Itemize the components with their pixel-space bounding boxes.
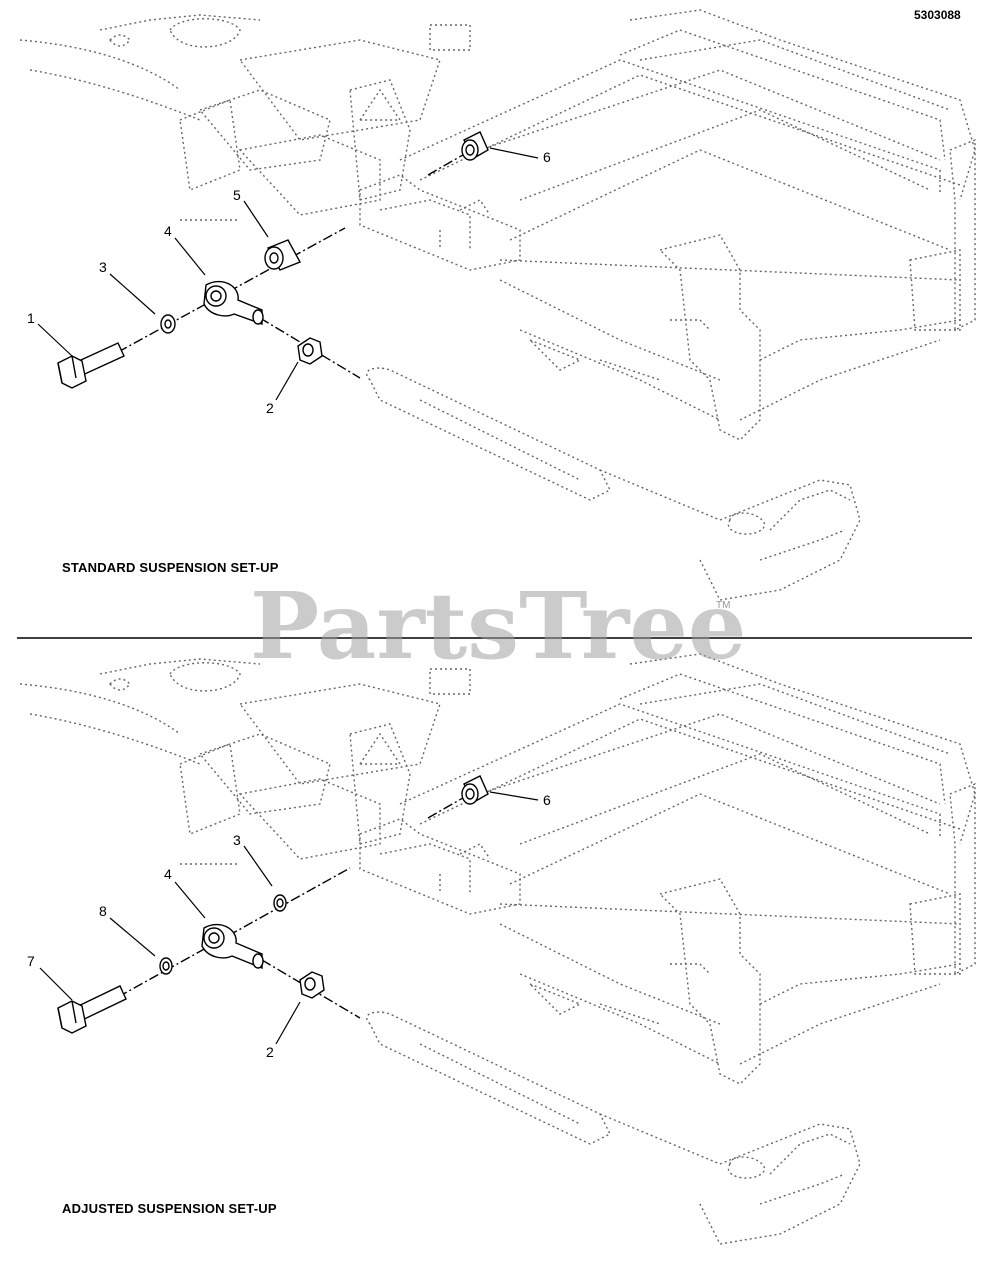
callout-4-adjusted: 4 (164, 866, 172, 882)
mower-frame-outline-standard (19, 9, 976, 601)
callout-7: 7 (27, 953, 35, 969)
mower-frame-outline-adjusted (19, 653, 976, 1245)
callout-2: 2 (266, 400, 274, 416)
callout-8: 8 (99, 903, 107, 919)
nut-part (297, 337, 323, 365)
callout-2-adjusted: 2 (266, 1044, 274, 1060)
leader-lines-standard (37, 147, 539, 401)
partstree-watermark: PartsTree (250, 572, 747, 680)
callout-3-adjusted: 3 (233, 832, 241, 848)
caption-standard: STANDARD SUSPENSION SET-UP (62, 560, 279, 575)
callout-3: 3 (99, 259, 107, 275)
callout-6-adjusted: 6 (543, 792, 551, 808)
document-number: 5303088 (914, 8, 961, 22)
callout-5: 5 (233, 187, 241, 203)
rod-end-part-adjusted (201, 923, 264, 970)
long-bolt-part (57, 985, 127, 1034)
parts-adjusted (57, 775, 489, 1034)
rod-end-part (203, 280, 264, 325)
watermark-trademark: TM (716, 600, 731, 611)
bushing-part-adjusted (461, 775, 489, 805)
leader-lines-adjusted (39, 791, 539, 1045)
nut-part-adjusted (299, 971, 325, 999)
bolt-part (57, 342, 125, 389)
callout-1: 1 (27, 310, 35, 326)
callout-4: 4 (164, 223, 172, 239)
callout-6: 6 (543, 149, 551, 165)
spacer-part (264, 239, 301, 271)
caption-adjusted: ADJUSTED SUSPENSION SET-UP (62, 1201, 277, 1216)
parts-standard (57, 131, 489, 389)
bushing-part (461, 131, 489, 161)
